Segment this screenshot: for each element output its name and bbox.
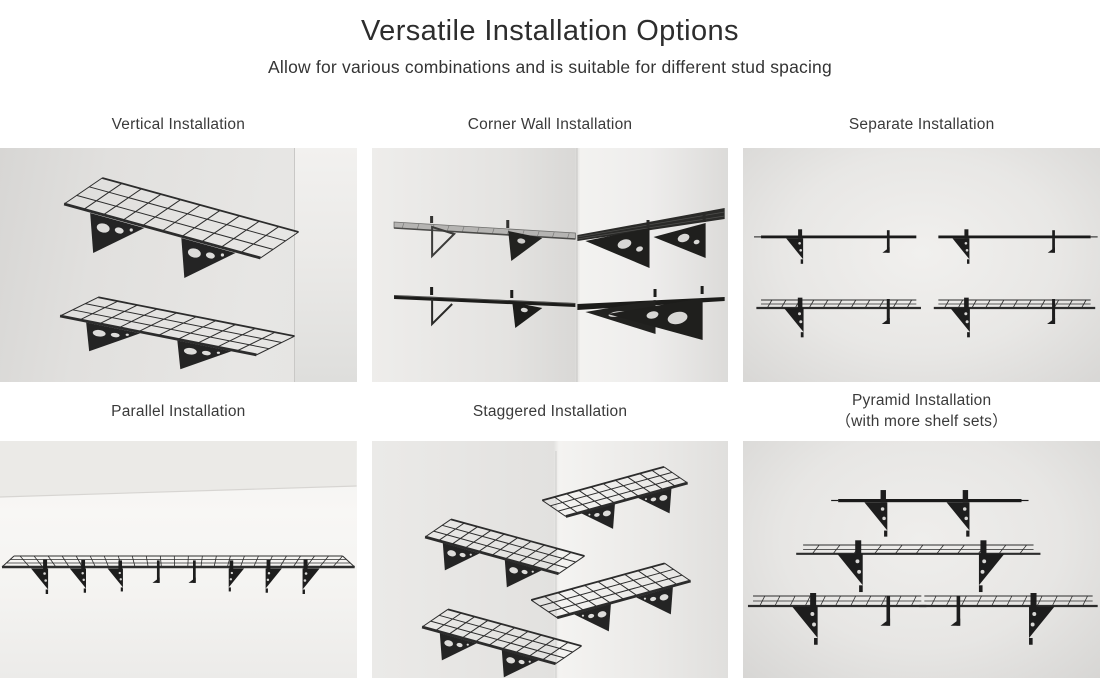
panel-label-text: Corner Wall Installation [467,115,633,133]
pyramid-installation-illustration [746,490,1100,645]
pyramid-installation-photo [743,441,1100,679]
top-left-shelf [393,216,576,262]
corner-wall-installation-photo [371,148,729,383]
long-shelf [1,555,355,569]
panel-label-text: Pyramid Installation [852,392,992,410]
corner-wall-installation-illustration [393,208,725,341]
panel-label-corner-wall: Corner Wall Installation [372,79,729,148]
page-title: Versatile Installation Options [361,15,739,47]
row2-photos [0,441,1100,679]
bottom-right-shelf [932,297,1098,338]
bottom-left-shelf [754,297,924,338]
header: Versatile Installation Options Allow for… [0,0,1100,79]
upper-shelf [64,178,298,278]
row1-photos [0,148,1100,383]
shelf-bottom-left [422,609,581,677]
shelf-mid-left [425,519,584,587]
panel-label-text: Parallel Installation [111,402,246,420]
brackets [31,559,320,595]
lower-shelf [60,297,294,369]
ceiling-line [0,485,357,498]
wall-corner-line [576,148,579,383]
bottom-tier-shelf [746,593,1100,645]
panel-label-text: Staggered Installation [472,402,628,420]
staggered-installation-photo [371,441,729,679]
panel-label-text: Vertical Installation [111,115,246,133]
top-tier-shelf [831,490,1029,537]
panel-label-pyramid: Pyramid Installation （with more shelf se… [743,382,1100,441]
panel-label-staggered: Staggered Installation [372,382,729,441]
panel-label-separate: Separate Installation [743,79,1100,148]
separate-installation-photo [743,148,1100,383]
page-subtitle: Allow for various combinations and is su… [268,57,832,78]
bottom-right-shelf [577,286,725,341]
panel-label-text: Separate Installation [848,115,995,133]
wall-corner-face [293,148,357,383]
parallel-installation-illustration [0,441,357,595]
middle-tier-shelf [797,540,1041,593]
panel-label-parallel: Parallel Installation [0,382,357,441]
top-left-shelf [754,229,917,264]
ceiling [0,441,357,498]
panel-sublabel-text: （with more shelf sets） [835,412,1008,430]
vertical-installation-illustration [0,148,357,382]
row1-labels: Vertical Installation Corner Wall Instal… [0,79,1100,148]
top-right-shelf [576,208,725,269]
separate-installation-illustration [754,229,1098,338]
shelf-top-right [542,467,687,529]
bottom-left-shelf [393,287,576,329]
panel-label-vertical: Vertical Installation [0,79,357,148]
vertical-installation-photo [0,148,357,383]
row2-labels: Parallel Installation Staggered Installa… [0,382,1100,441]
top-right-shelf [938,229,1098,264]
staggered-installation-illustration [372,441,729,678]
parallel-installation-photo [0,441,357,679]
